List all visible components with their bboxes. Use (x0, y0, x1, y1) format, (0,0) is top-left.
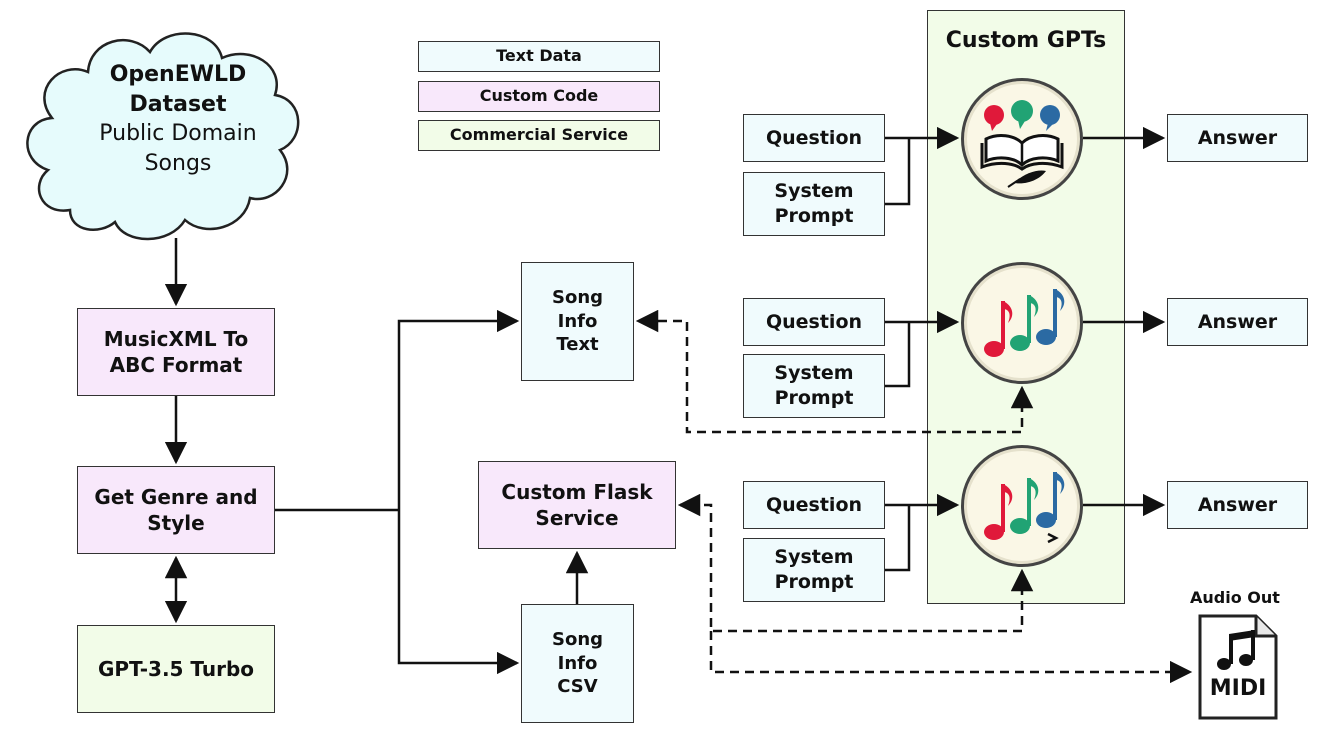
edge-system3-to-gpt3 (885, 505, 911, 572)
get-genre-style-box: Get Genre and Style (77, 466, 275, 554)
dataset-subtitle-line1: Public Domain (99, 121, 257, 147)
answer-label-3: Answer (1197, 493, 1278, 516)
dataset-cloud-shape (26, 32, 300, 241)
system-prompt-line1-1: System (774, 180, 854, 203)
question-box-1: Question (743, 114, 885, 162)
dataset-subtitle-line2: Songs (144, 151, 212, 177)
custom-flask-service-box: Custom Flask Service (478, 461, 676, 549)
gpt-35-turbo-box: GPT-3.5 Turbo (77, 625, 275, 713)
book-chat-icon (980, 100, 1064, 188)
music-notes-icon (984, 289, 1065, 357)
question-label-3: Question (765, 493, 863, 516)
edge-system1-to-gpt1 (885, 138, 911, 206)
edge-system2-to-gpt2 (885, 322, 911, 388)
legend-text-data: Text Data (418, 41, 660, 72)
song-info-text-line3: Text (556, 334, 599, 356)
system-prompt-line1-2: System (774, 362, 854, 385)
song-info-csv-box: Song Info CSV (521, 604, 634, 723)
musicxml-to-abc-box: MusicXML To ABC Format (77, 308, 275, 396)
legend-commercial-service-label: Commercial Service (449, 125, 629, 145)
flask-line2: Service (535, 506, 619, 530)
song-info-text-line1: Song (551, 287, 604, 309)
gpt35-label: GPT-3.5 Turbo (97, 657, 255, 681)
custom-gpts-title: Custom GPTs (945, 28, 1107, 53)
system-prompt-line2-3: Prompt (774, 571, 854, 593)
gpt-circle-3[interactable] (961, 445, 1083, 567)
answer-label-2: Answer (1197, 310, 1278, 333)
genre-line1: Get Genre and (94, 485, 258, 509)
audio-out-caption: Audio Out (1190, 588, 1280, 607)
question-box-3: Question (743, 481, 885, 529)
system-prompt-line1-3: System (774, 546, 854, 569)
song-info-csv-line2: Info (557, 652, 598, 674)
song-info-text-box: Song Info Text (521, 262, 634, 381)
system-prompt-box-3: System Prompt (743, 538, 885, 602)
musicxml-line2: ABC Format (109, 353, 243, 377)
midi-file-icon (1198, 614, 1278, 720)
song-info-csv-line3: CSV (557, 676, 598, 698)
music-notes-prompt-icon (984, 472, 1065, 544)
answer-box-1: Answer (1167, 114, 1308, 162)
answer-box-2: Answer (1167, 298, 1308, 346)
answer-label-1: Answer (1197, 126, 1278, 149)
edge-dashed-flask-midi (709, 631, 1193, 684)
legend-custom-code: Custom Code (418, 81, 660, 112)
system-prompt-box-2: System Prompt (743, 354, 885, 418)
system-prompt-line2-2: Prompt (774, 387, 854, 409)
genre-line2: Style (147, 511, 205, 535)
answer-box-3: Answer (1167, 481, 1308, 529)
legend-commercial-service: Commercial Service (418, 120, 660, 151)
song-info-csv-line1: Song (551, 629, 604, 651)
song-info-text-line2: Info (557, 310, 598, 332)
gpt-circle-2[interactable] (961, 262, 1083, 384)
system-prompt-box-1: System Prompt (743, 172, 885, 236)
question-label-2: Question (765, 310, 863, 333)
musicxml-line1: MusicXML To (103, 327, 249, 351)
legend-text-data-label: Text Data (496, 46, 582, 66)
legend-custom-code-label: Custom Code (479, 86, 599, 106)
dataset-title-line2: Dataset (129, 91, 227, 117)
question-label-1: Question (765, 126, 863, 149)
gpt-circle-1[interactable] (961, 78, 1083, 200)
system-prompt-line2-1: Prompt (774, 205, 854, 227)
midi-label: MIDI (1209, 676, 1267, 701)
flask-line1: Custom Flask (501, 480, 653, 504)
question-box-2: Question (743, 298, 885, 346)
dataset-title-line1: OpenEWLD (109, 62, 247, 87)
dataset-cloud: OpenEWLD Dataset Public Domain Songs (40, 60, 316, 179)
